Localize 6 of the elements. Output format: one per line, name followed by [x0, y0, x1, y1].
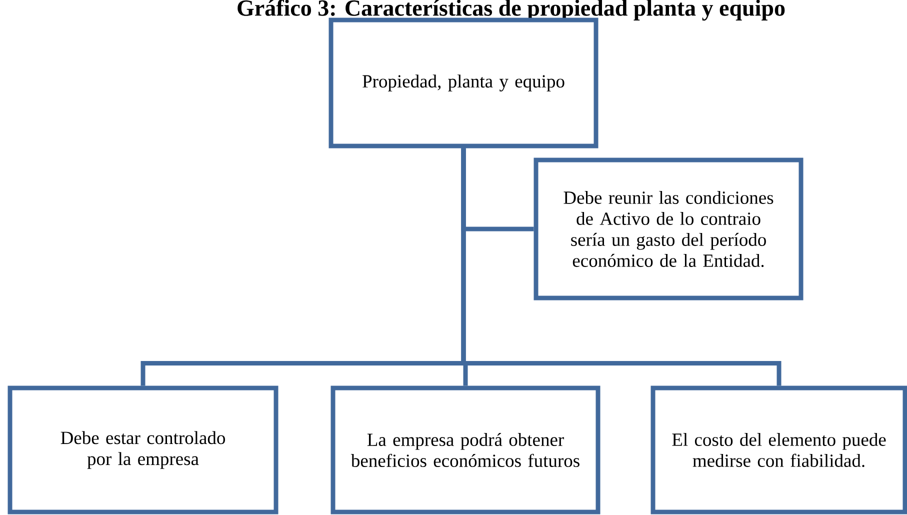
connector [461, 148, 782, 386]
box: El costo del elemento puede medirse con fiabilidad. [650, 386, 907, 514]
top-box: Propiedad, planta y equipo [328, 18, 598, 148]
box: Debe estar controlado por la empresa [8, 386, 278, 514]
box: La empresa podrá obtener beneficios económicos futuros [330, 386, 600, 514]
note-box: Debe reunir las condiciones de Activo de lo contraio sería un gasto del período económico de la Entidad. [534, 158, 804, 300]
